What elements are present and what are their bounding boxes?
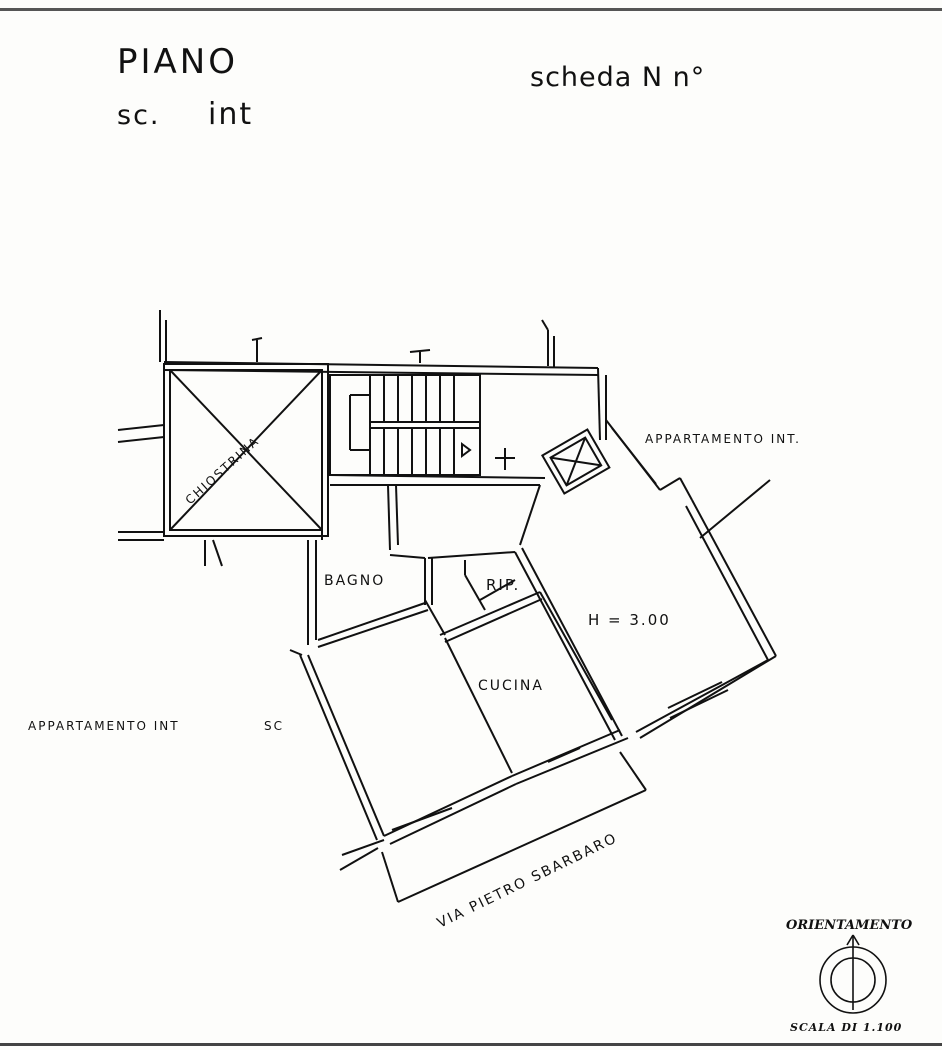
kitchen-label: CUCINA <box>478 678 544 694</box>
sheet-number-label: scheda N n° <box>530 62 706 93</box>
ceiling-height-label: H = 3.00 <box>588 611 671 629</box>
storage-label: RIP. <box>486 576 520 594</box>
right-wall <box>605 419 777 739</box>
stairwell <box>329 374 515 476</box>
bottom-facade <box>289 649 629 871</box>
floor-label: PIANO <box>117 42 238 82</box>
courtyard-stubs <box>117 424 223 567</box>
courtyard-label: CHIOSTRINA <box>183 434 263 508</box>
stair-label: sc. <box>117 100 161 131</box>
top-wall <box>159 310 599 376</box>
landing <box>329 367 607 486</box>
street-outline <box>381 751 647 903</box>
neighbor-right-label: APPARTAMENTO INT. <box>645 432 801 446</box>
sheet-border-top <box>0 8 942 11</box>
neighbor-left-label: APPARTAMENTO INT <box>28 719 180 733</box>
neighbor-left-stair-label: SC <box>264 719 284 733</box>
unit-label: int <box>208 97 254 132</box>
shaft <box>540 428 611 495</box>
street-label: VIA PIETRO SBARBARO <box>435 830 621 931</box>
bathroom-label: BAGNO <box>324 573 385 589</box>
sheet-border-bottom <box>0 1043 942 1046</box>
interior-walls <box>299 484 623 841</box>
north-arrow-icon <box>819 934 887 1014</box>
scale-label: SCALA DI 1.100 <box>790 1021 903 1034</box>
orientation-label: ORIENTAMENTO <box>786 918 913 933</box>
